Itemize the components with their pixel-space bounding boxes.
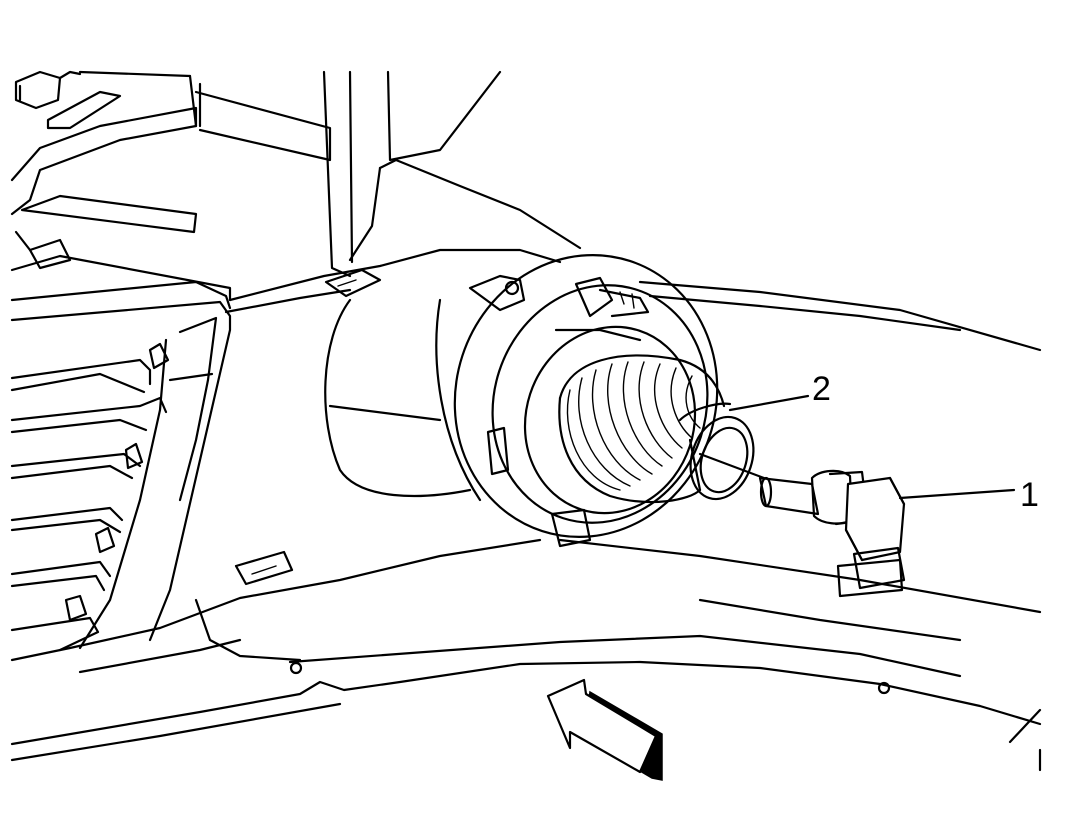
bulb-socket — [558, 354, 755, 504]
callout-2: 2 — [812, 370, 831, 408]
upper-crossmember — [10, 248, 1042, 352]
leader-line-2 — [728, 394, 810, 412]
grille-assembly — [10, 300, 232, 652]
direction-arrow-icon — [546, 678, 663, 781]
leader-line-1 — [898, 488, 1016, 500]
upper-bracket-assembly — [10, 70, 582, 302]
leader-lines — [728, 394, 1016, 500]
fog-lamp-housing — [324, 254, 719, 548]
callout-1: 1 — [1020, 476, 1039, 514]
lower-fascia — [10, 538, 1042, 772]
fog-lamp-bulb — [698, 452, 906, 598]
